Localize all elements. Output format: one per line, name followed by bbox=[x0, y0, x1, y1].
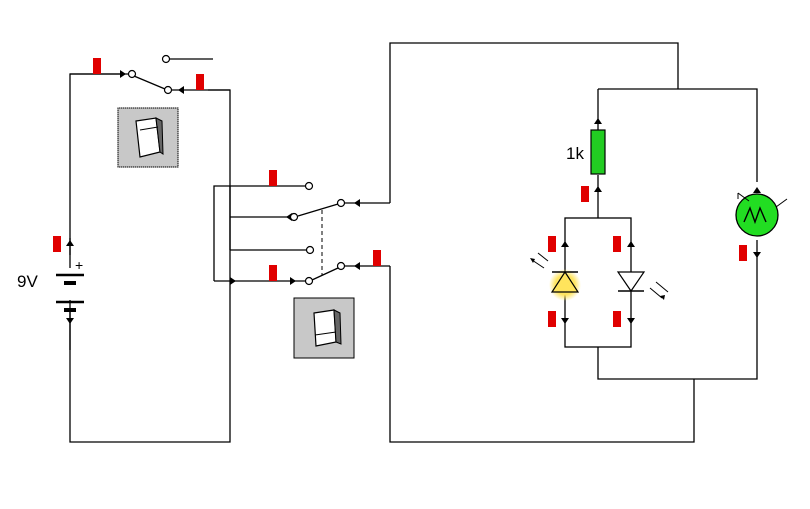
resistor-icon bbox=[590, 118, 606, 192]
photodiode-icon bbox=[616, 241, 669, 324]
lamp-icon bbox=[735, 187, 788, 258]
dpdt-switch[interactable] bbox=[289, 181, 391, 286]
probe-marker[interactable] bbox=[373, 250, 381, 266]
probe-marker[interactable] bbox=[196, 74, 204, 90]
probe-marker[interactable] bbox=[269, 265, 277, 281]
toggle-switch-button-2[interactable] bbox=[293, 297, 355, 359]
toggle-switch-icon bbox=[135, 117, 164, 158]
battery-label: 9V bbox=[17, 272, 38, 291]
probe-marker[interactable] bbox=[581, 186, 589, 202]
probe-marker[interactable] bbox=[613, 311, 621, 327]
battery-plus-sign: + bbox=[75, 257, 83, 273]
resistor-label: 1k bbox=[566, 144, 584, 163]
probe-marker[interactable] bbox=[739, 245, 747, 261]
probe-marker[interactable] bbox=[548, 236, 556, 252]
toggle-switch-icon bbox=[313, 309, 342, 347]
probe-marker[interactable] bbox=[548, 311, 556, 327]
toggle-switch-button-1[interactable] bbox=[117, 107, 179, 168]
battery-icon bbox=[56, 238, 84, 350]
led-icon bbox=[530, 241, 581, 324]
selector-wires bbox=[214, 185, 306, 285]
probe-marker[interactable] bbox=[269, 170, 277, 186]
right-loop-wires bbox=[389, 42, 758, 443]
probe-marker[interactable] bbox=[613, 236, 621, 252]
probe-marker[interactable] bbox=[93, 58, 101, 74]
probe-marker[interactable] bbox=[53, 236, 61, 252]
spst-switch[interactable] bbox=[70, 54, 230, 95]
